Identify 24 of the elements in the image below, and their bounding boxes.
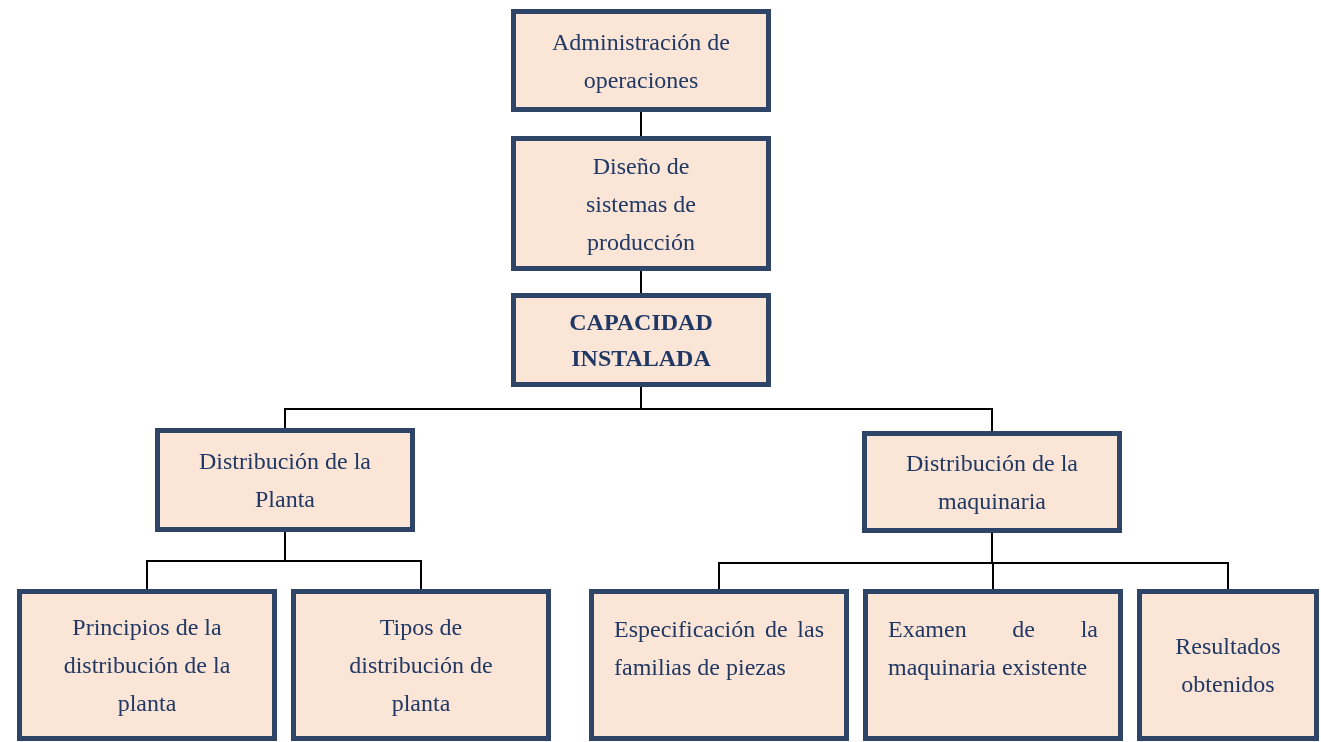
box-label: Principios de la distribución de la planta <box>62 613 232 718</box>
connector-line <box>284 531 422 590</box>
process-box <box>511 9 771 112</box>
box-label: Distribución de la maquinaria <box>905 449 1079 516</box>
box-label: Especificación de las familias de piezas <box>614 615 824 682</box>
box-label: Resultados obtenidos <box>1174 632 1282 699</box>
process-box <box>862 431 1122 533</box>
connector-line <box>640 111 642 137</box>
connector-line <box>640 270 642 294</box>
box-label: Examen de la maquinaria existente <box>888 615 1098 682</box>
box-label: Tipos de distribución de planta <box>348 613 494 718</box>
process-box <box>863 589 1123 741</box>
box-label: Distribución de la Planta <box>198 447 372 514</box>
box-label: Administración de operaciones <box>551 27 731 95</box>
process-box <box>589 589 849 741</box>
connector-line <box>991 532 1229 590</box>
box-label: CAPACIDAD INSTALADA <box>568 308 714 373</box>
box-label: Diseño de sistemas de producción <box>585 151 697 257</box>
process-box <box>511 136 771 271</box>
process-box <box>17 589 277 741</box>
process-box <box>291 589 551 741</box>
process-box <box>511 293 771 387</box>
process-box <box>155 428 415 532</box>
process-box <box>1137 589 1319 741</box>
